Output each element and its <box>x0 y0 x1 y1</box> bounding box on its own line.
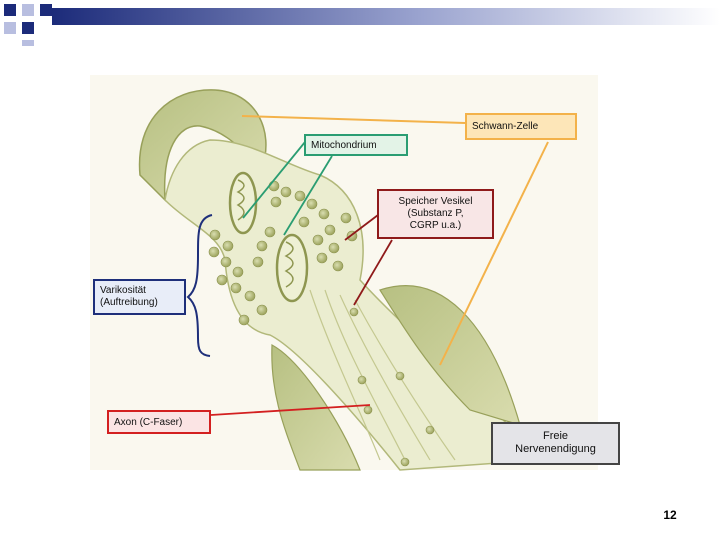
leader-mito-1 <box>242 141 306 219</box>
leader-vesikel-1 <box>344 214 379 241</box>
mitochondrion-2 <box>275 233 309 303</box>
storage-vesicles <box>208 180 435 467</box>
corner-squares-icon <box>4 4 52 46</box>
label-axon: Axon (C-Faser) <box>107 410 211 434</box>
label-freie-nervenendigung: Freie Nervenendigung <box>491 422 620 465</box>
leader-axon <box>210 404 371 416</box>
label-speicher-vesikel: Speicher Vesikel (Substanz P, CGRP u.a.) <box>377 189 494 239</box>
header-gradient-bar <box>4 4 720 46</box>
label-mitochondrium: Mitochondrium <box>304 134 408 156</box>
label-varikositaet: Varikosität (Auftreibung) <box>93 279 186 315</box>
leader-vesikel-2 <box>353 239 393 306</box>
varikositaet-bracket <box>186 214 213 357</box>
leader-schwann-2 <box>439 141 549 366</box>
label-schwann-zelle: Schwann-Zelle <box>465 113 577 140</box>
leader-mito-2 <box>283 155 333 236</box>
leader-schwann <box>241 115 466 124</box>
mitochondrion-1 <box>228 171 258 235</box>
page-number: 12 <box>663 508 677 522</box>
